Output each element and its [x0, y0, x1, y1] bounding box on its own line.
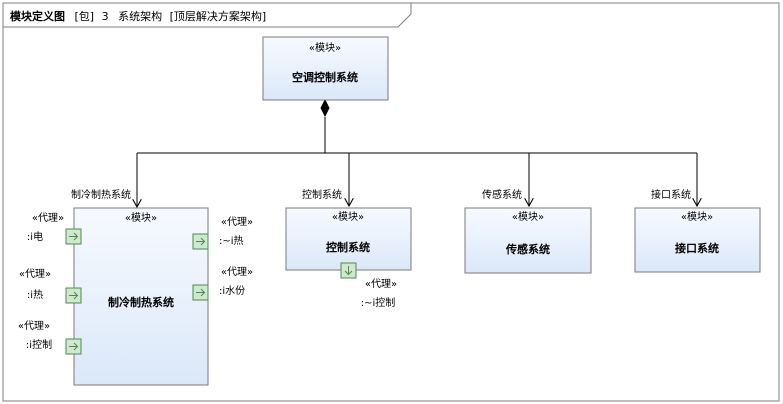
block-interface[interactable]: «模块» 接口系统: [634, 207, 761, 273]
block-stereotype: «模块»: [125, 212, 157, 224]
port-stereotype: «代理»: [19, 268, 51, 280]
port-stereotype: «代理»: [365, 278, 397, 290]
port-stereotype: «代理»: [221, 216, 253, 228]
arrow-down-icon: [344, 266, 353, 276]
proxy-port-electric[interactable]: «代理» :i电: [27, 212, 82, 245]
block-name: 接口系统: [675, 241, 719, 255]
block-name: 空调控制系统: [292, 70, 358, 84]
frame-header-title: 模块定义图 [包] 3 系统架构 [顶层解决方案架构]: [10, 9, 266, 23]
arrow-right-icon: [196, 288, 206, 297]
port-name: :i电: [27, 230, 43, 243]
block-stereotype: «模块»: [681, 211, 713, 223]
role-label-sensing: 传感系统: [482, 188, 522, 201]
arrow-right-icon: [69, 232, 79, 241]
block-name: 传感系统: [505, 242, 550, 256]
proxy-port-control-in[interactable]: «代理» :i控制: [18, 320, 82, 355]
port-name: :i控制: [26, 338, 52, 351]
proxy-port-heat-in[interactable]: «代理» :i热: [19, 268, 82, 304]
block-cooling-heating[interactable]: «模块» 制冷制热系统: [73, 207, 209, 386]
port-name: :~i热: [219, 234, 244, 247]
block-stereotype: «模块»: [332, 211, 364, 223]
composition-diamond-icon: [320, 99, 330, 117]
proxy-port-control-out[interactable]: «代理» :~i控制: [340, 262, 397, 309]
proxy-port-heat-out[interactable]: «代理» :~i热: [192, 216, 253, 250]
role-label-control: 控制系统: [302, 188, 342, 201]
frame-header-tab: [3, 3, 412, 28]
composition-connectors[interactable]: [137, 117, 697, 207]
block-control[interactable]: «模块» 控制系统: [285, 207, 412, 271]
role-label-cooling-heating: 制冷制热系统: [71, 188, 131, 201]
block-name: 制冷制热系统: [108, 295, 174, 309]
arrow-right-icon: [69, 291, 79, 300]
block-stereotype: «模块»: [309, 42, 341, 54]
port-name: :i水份: [219, 285, 245, 297]
role-label-interface: 接口系统: [651, 188, 691, 201]
block-root[interactable]: «模块» 空调控制系统: [262, 36, 389, 101]
port-name: :~i控制: [361, 296, 396, 309]
block-stereotype: «模块»: [512, 211, 544, 223]
proxy-port-moisture[interactable]: «代理» :i水份: [192, 266, 253, 301]
port-stereotype: «代理»: [221, 266, 253, 278]
block-name: 控制系统: [326, 240, 370, 254]
arrow-right-icon: [69, 342, 79, 351]
block-sensing[interactable]: «模块» 传感系统: [464, 207, 592, 274]
port-stereotype: «代理»: [18, 320, 50, 332]
arrow-right-icon: [196, 237, 206, 246]
port-stereotype: «代理»: [32, 212, 64, 224]
port-name: :i热: [27, 288, 43, 301]
